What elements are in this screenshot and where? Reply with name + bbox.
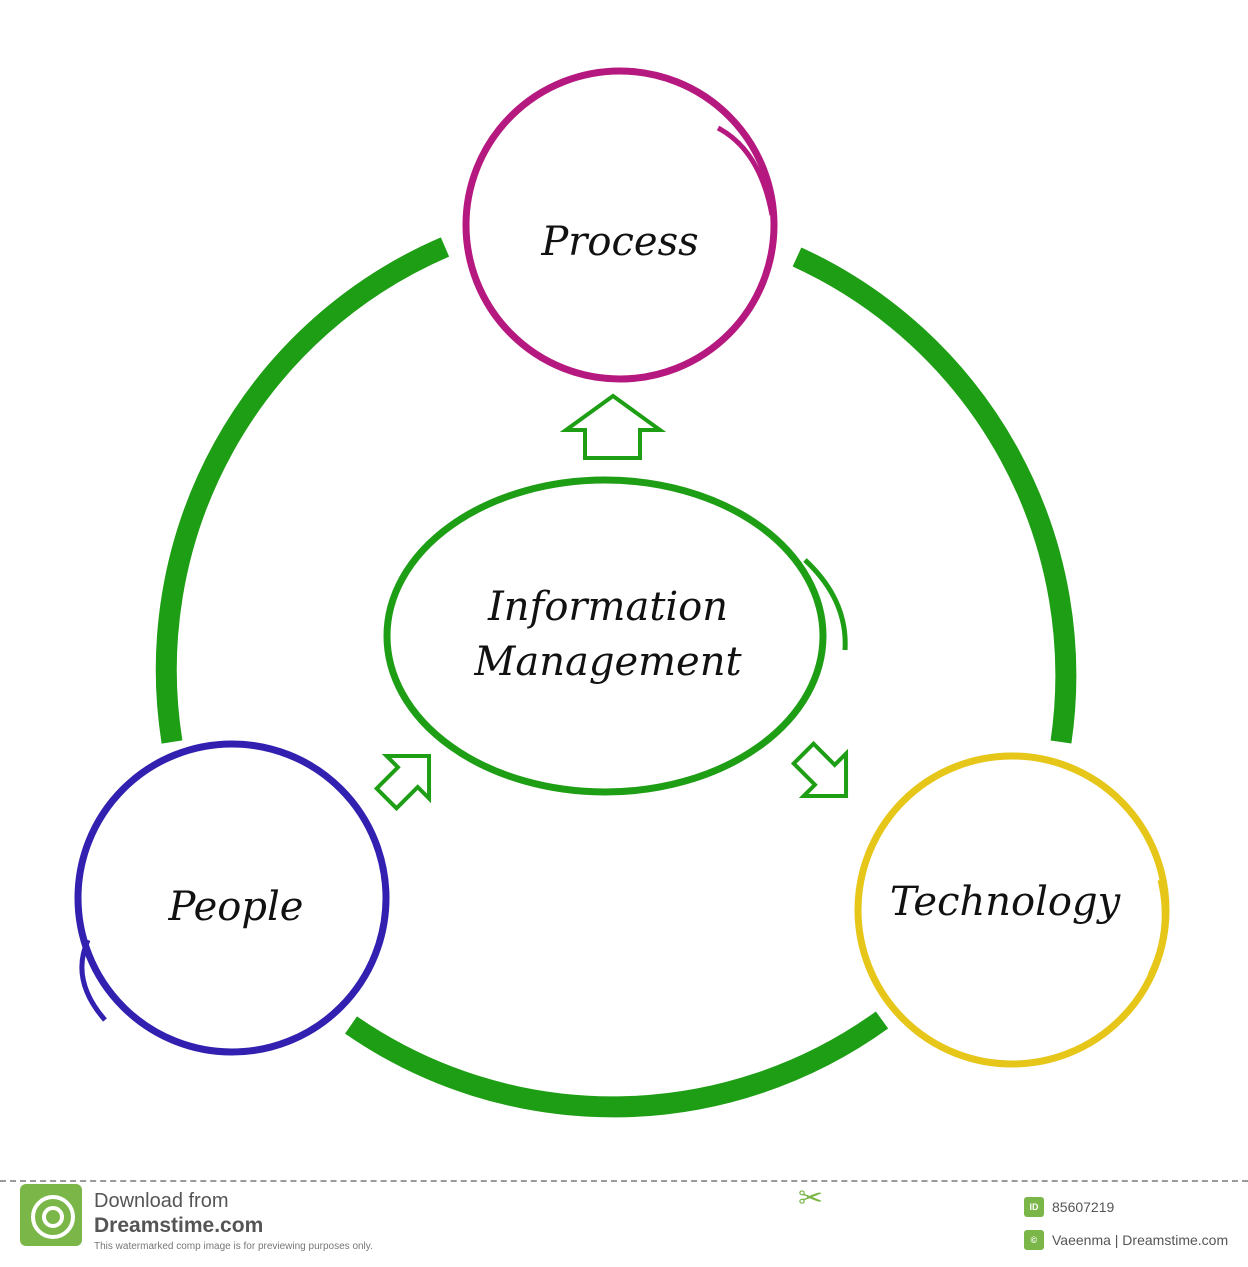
ring-segment-bottom [345,1011,889,1118]
technology-label: Technology [890,879,1122,925]
center-label-line2: Management [473,639,742,685]
disclaimer-text: This watermarked comp image is for previ… [94,1241,373,1252]
ring-segment-right [792,247,1077,744]
center-ellipse-tail [803,558,848,651]
dreamstime-logo [20,1184,82,1246]
information-management-node: Information Management [383,476,848,796]
technology-circle-tail [1147,879,1167,977]
arrow-down-right-icon [790,740,849,799]
process-label: Process [540,219,698,265]
diagram-canvas: Process People Technology Information Ma… [74,67,1170,1118]
image-id-row: ID 85607219 [1024,1197,1114,1217]
people-node: People [74,740,390,1056]
people-circle [74,740,390,1056]
credit-text: Vaeenma | Dreamstime.com [1052,1232,1229,1248]
people-circle-tail [79,938,107,1022]
logo-spiral-inner-icon [42,1206,64,1228]
people-label: People [168,884,304,930]
copyright-icon: © [1024,1230,1044,1250]
center-label-line1: Information [487,584,728,630]
process-circle [462,67,778,383]
watermark-footer [0,1180,1248,1267]
arrow-down-left-icon [373,753,432,812]
process-circle-tail [716,125,775,216]
scissors-icon: ✂ [798,1181,824,1216]
credit-row: © Vaeenma | Dreamstime.com [1024,1230,1228,1250]
flow-arrows [373,393,849,812]
id-badge-icon: ID [1024,1197,1044,1217]
arrow-up-icon [559,393,667,460]
dreamstime-link[interactable]: Dreamstime.com [94,1214,264,1237]
outer-cycle-ring [155,237,1077,1118]
logo-spiral-icon [31,1195,75,1239]
ring-segment-left [155,237,450,744]
image-id: 85607219 [1052,1199,1115,1215]
process-node: Process [462,67,778,383]
center-ellipse [383,476,827,796]
download-from-text: Download from [94,1190,229,1212]
technology-node: Technology [854,752,1170,1068]
